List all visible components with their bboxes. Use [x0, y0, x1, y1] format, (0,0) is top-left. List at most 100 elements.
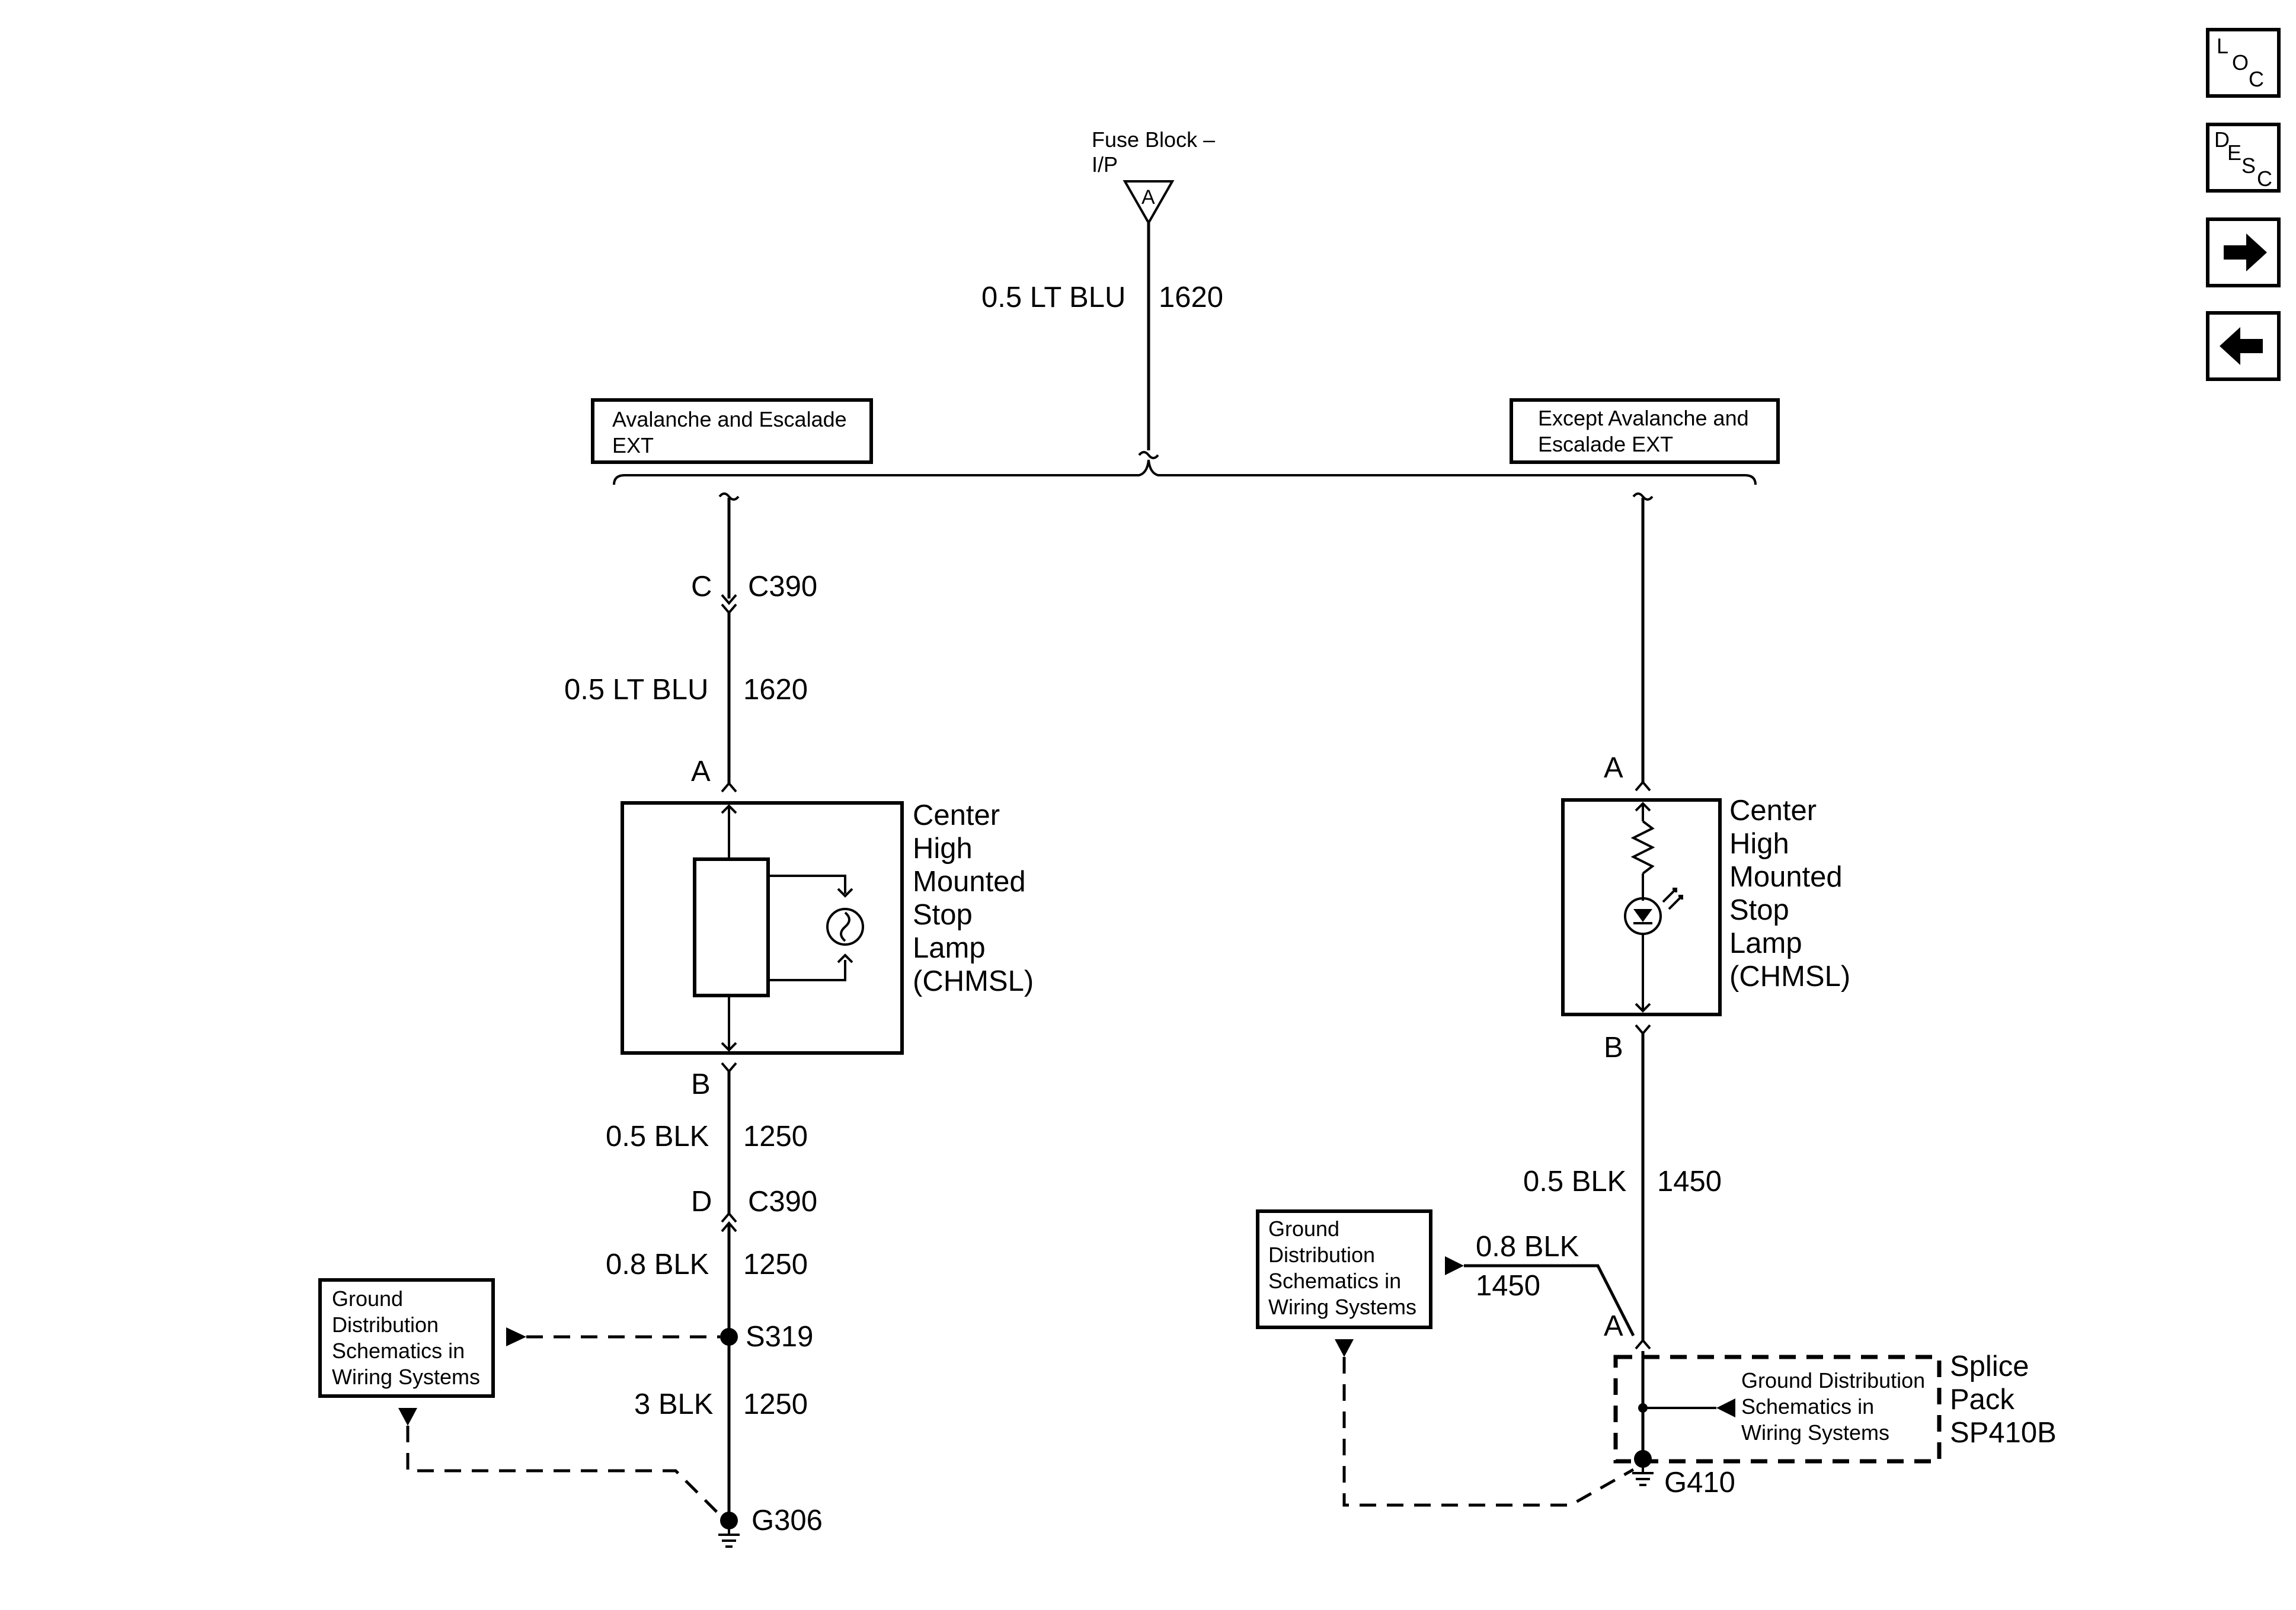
right-lamp-name-1: Center: [1729, 795, 1817, 827]
left-ground-ref-line3: Schematics in: [332, 1339, 465, 1363]
left-wire-1250-a-circuit: 1250: [743, 1121, 808, 1153]
left-lamp-pin-a-connector: [721, 781, 737, 793]
right-wire-1450-a-gauge: 0.5 BLK: [1523, 1166, 1627, 1198]
right-chmsl-lamp: [1561, 798, 1722, 1016]
splice-pin-a: A: [1604, 1310, 1623, 1342]
left-wire-1250-b-circuit: 1250: [743, 1249, 808, 1281]
left-ground-ref-dashed: [406, 1426, 720, 1515]
loc-letter-l: L: [2217, 34, 2228, 58]
left-lamp-name-5: Lamp: [913, 932, 986, 964]
right-branch-break: [1632, 492, 1654, 501]
c390-pin-c: C: [691, 571, 712, 603]
desc-button[interactable]: D E S C: [2206, 123, 2281, 193]
option-brace: [613, 459, 1757, 485]
desc-letter-s: S: [2241, 153, 2256, 178]
right-ground-ref-arrow-in: [1445, 1256, 1464, 1275]
resistor-icon: [1630, 820, 1655, 875]
left-ground-ref-arrow: [398, 1408, 417, 1426]
right-ground-ref-box[interactable]: Ground Distribution Schematics in Wiring…: [1256, 1209, 1432, 1329]
right-ground-ref-line2: Distribution: [1268, 1243, 1375, 1267]
left-lamp-pin-b-connector: [721, 1062, 737, 1074]
right-ground-ref-line4: Wiring Systems: [1268, 1295, 1416, 1319]
left-lamp-name-1: Center: [913, 799, 1000, 831]
right-lamp-pin-b: B: [1604, 1032, 1623, 1064]
right-ground-ref-dashed: [1342, 1357, 1635, 1507]
s319-ref-arrow: [506, 1327, 526, 1346]
c390-pin-d: D: [691, 1186, 712, 1218]
c390-lower-name: C390: [748, 1186, 817, 1218]
splice-ref-line3: Wiring Systems: [1741, 1420, 1889, 1445]
g306-ground-dot: [720, 1512, 738, 1529]
right-ground-ref-line3: Schematics in: [1268, 1269, 1401, 1293]
left-ground-ref-line4: Wiring Systems: [332, 1365, 480, 1389]
right-lamp-pin-a: A: [1604, 752, 1623, 784]
back-button[interactable]: [2206, 311, 2281, 381]
g306-label: G306: [752, 1505, 823, 1537]
left-ground-ref-box[interactable]: Ground Distribution Schematics in Wiring…: [318, 1278, 495, 1398]
right-wire-1450-b-gauge: 0.8 BLK: [1476, 1231, 1579, 1263]
g306-ground-icon: [718, 1529, 740, 1548]
forward-button[interactable]: [2206, 217, 2281, 287]
right-lamp-pin-b-connector: [1635, 1024, 1651, 1036]
left-branch-break: [718, 492, 740, 501]
splice-ref-line2: Schematics in: [1741, 1394, 1874, 1419]
trunk-wire-gauge: 0.5 LT BLU: [981, 281, 1125, 313]
splice-pack-name-2: Pack: [1950, 1384, 2014, 1416]
c390-upper-name: C390: [748, 571, 817, 603]
fuse-terminal-triangle: [1123, 180, 1175, 226]
option-right-line1: Except Avalanche and: [1538, 406, 1749, 430]
light-emission-icon: [1662, 888, 1683, 910]
left-chmsl-lamp: [621, 801, 904, 1055]
splice-ref-line1: Ground Distribution: [1741, 1368, 1925, 1393]
g410-ground-icon: [1632, 1467, 1654, 1486]
right-wire-1450-b-circuit: 1450: [1476, 1270, 1540, 1302]
left-lamp-pin-a: A: [691, 756, 711, 788]
right-arrow-icon: [2224, 233, 2267, 271]
left-lamp-pin-b: B: [691, 1068, 711, 1100]
left-wire-1250-a-gauge: 0.5 BLK: [606, 1121, 709, 1153]
loc-letter-c: C: [2249, 67, 2264, 91]
left-ground-ref-line1: Ground: [332, 1286, 403, 1311]
left-wire-1620-circuit: 1620: [743, 674, 808, 706]
left-lamp-name-3: Mounted: [913, 866, 1026, 898]
left-lamp-name-2: High: [913, 833, 973, 865]
option-right-line2: Escalade EXT: [1538, 432, 1673, 456]
desc-letter-e: E: [2227, 140, 2241, 165]
splice-pack-outline: [1613, 1355, 1942, 1464]
trunk-wire-circuit: 1620: [1159, 281, 1223, 313]
left-arrow-icon: [2220, 327, 2263, 365]
left-lamp-name-4: Stop: [913, 899, 973, 931]
left-wire-1620-gauge: 0.5 LT BLU: [564, 674, 708, 706]
splice-pin-a-connector: [1635, 1338, 1651, 1350]
right-ground-ref-line1: Ground: [1268, 1217, 1339, 1241]
option-box-left: Avalanche and Escalade EXT: [591, 398, 873, 464]
left-wire-1250-c-circuit: 1250: [743, 1388, 808, 1420]
left-ground-ref-line2: Distribution: [332, 1313, 439, 1337]
left-wire-1250-c-gauge: 3 BLK: [634, 1388, 714, 1420]
splice-pack-name-1: Splice: [1950, 1350, 2029, 1382]
lamp-socket-body: [693, 857, 770, 997]
right-lamp-name-5: Lamp: [1729, 927, 1802, 959]
loc-letter-o: O: [2232, 50, 2249, 75]
left-wire-1250-b-gauge: 0.8 BLK: [606, 1249, 709, 1281]
right-ground-ref-arrow-down: [1335, 1339, 1354, 1357]
desc-letter-c: C: [2257, 167, 2272, 191]
right-lamp-name-3: Mounted: [1729, 861, 1843, 893]
right-wire-1450-a-circuit: 1450: [1657, 1166, 1722, 1198]
g410-label: G410: [1664, 1467, 1735, 1499]
bulb-icon: [826, 908, 864, 946]
right-lamp-name-4: Stop: [1729, 894, 1789, 926]
loc-button[interactable]: L O C: [2206, 28, 2281, 98]
s319-label: S319: [746, 1321, 813, 1353]
option-left-line2: EXT: [612, 433, 654, 457]
option-box-right: Except Avalanche and Escalade EXT: [1510, 398, 1780, 464]
right-lamp-name-6: (CHMSL): [1729, 961, 1850, 993]
g410-ground-dot: [1634, 1450, 1652, 1468]
left-lamp-name-6: (CHMSL): [913, 965, 1034, 997]
splice-pack-name-3: SP410B: [1950, 1417, 2057, 1449]
splice-ref-arrow: [1716, 1398, 1735, 1417]
fuse-block-sublabel: I/P: [1092, 152, 1118, 177]
right-lamp-name-2: High: [1729, 828, 1789, 860]
fuse-block-label: Fuse Block –: [1092, 127, 1215, 152]
